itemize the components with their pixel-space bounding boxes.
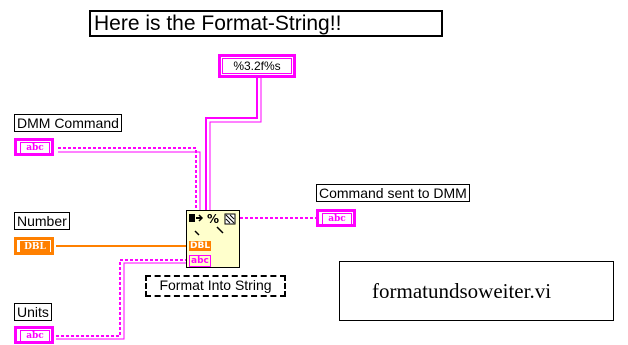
number-type: DBL: [20, 241, 50, 253]
units-terminal[interactable]: abc: [14, 326, 54, 344]
dmm-command-wire: [58, 147, 197, 210]
title-label: Here is the Format-String!!: [89, 10, 443, 37]
units-type: abc: [20, 330, 50, 342]
format-node-symbol: %: [207, 212, 220, 226]
units-label: Units: [14, 303, 52, 321]
format-string-constant[interactable]: %3.2f%s: [218, 54, 296, 78]
format-node-icon: [189, 213, 236, 236]
format-node-abc-port: abc: [189, 255, 211, 267]
dmm-command-type: abc: [20, 142, 50, 154]
format-string-value: %3.2f%s: [222, 58, 292, 74]
units-wire: [56, 259, 188, 337]
dmm-command-terminal[interactable]: abc: [14, 138, 54, 156]
number-terminal[interactable]: DBL: [14, 237, 54, 255]
number-label: Number: [14, 212, 70, 230]
format-into-string-node[interactable]: % DBL abc: [186, 210, 240, 268]
format-into-string-label: Format Into String: [145, 275, 286, 297]
vi-name-label: formatundsoweiter.vi: [339, 261, 614, 321]
format-string-wire: [205, 78, 258, 210]
command-sent-label: Command sent to DMM: [316, 184, 470, 202]
command-sent-terminal[interactable]: abc: [316, 209, 356, 227]
command-sent-type: abc: [322, 213, 352, 225]
dmm-command-label: DMM Command: [14, 114, 122, 132]
format-node-dbl-port: DBL: [189, 241, 212, 251]
